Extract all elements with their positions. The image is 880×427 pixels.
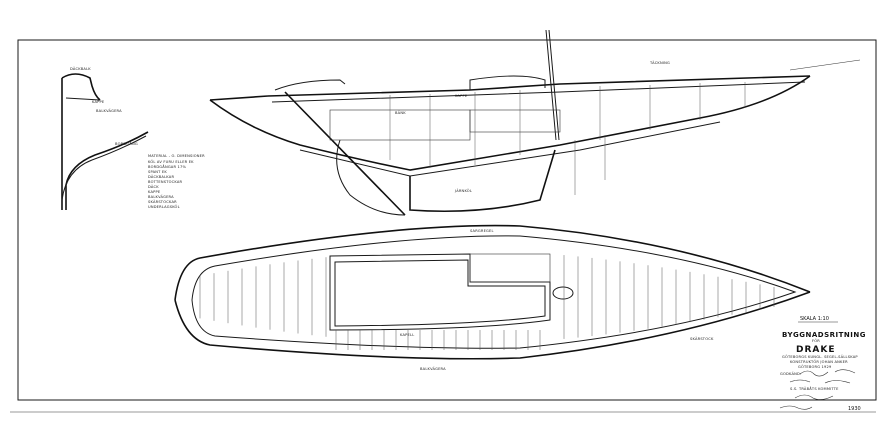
title-note: GÖTEBORG 1929 (798, 364, 832, 369)
signature (799, 369, 856, 377)
section-label-bord: BORDGÅNG (115, 141, 138, 146)
material-line: KAPPE (148, 190, 161, 194)
mast-step (552, 286, 574, 300)
signature (794, 394, 834, 400)
rudder-stock (284, 91, 406, 216)
profile-label-bank: BÄNK (395, 110, 406, 115)
plan-label-kapell: KAPELL (400, 333, 414, 337)
signature (779, 405, 813, 410)
plan-label-balkvagera: BALKVÄGERA (420, 366, 446, 371)
material-heading: MATERIAL - O. DIMENSIONER (148, 154, 205, 158)
plan-view: SARGREGEL KAPELL BALKVÄGERA SKÄRSTOCK (174, 224, 811, 371)
material-line: BALKVÄGERA (148, 194, 174, 199)
material-line: BOTTENSTOCKAR (148, 180, 182, 184)
material-line: DÄCKBALKAR (148, 174, 174, 179)
material-line: DÄCK (148, 184, 159, 189)
material-line: KÖL AV FURU ELLER EK (148, 159, 194, 164)
year-label: 1930 (848, 406, 861, 412)
midship-section: DÄCKBALK KAPPE BALKVÄGERA BORDGÅNG (61, 66, 149, 210)
signature (789, 379, 851, 384)
profile-label-jarnkol: JÄRNKÖL (454, 188, 472, 193)
profile-label-tackling: TÄCKNING (649, 60, 670, 65)
title-block: SKALA 1:10 BYGGNADSRITNING FÖR DRAKE GÖT… (770, 316, 876, 412)
profile-view: KAPPE BÄNK JÄRNKÖL TÄCKNING (209, 29, 861, 216)
drawing-heading: BYGGNADSRITNING (782, 331, 866, 339)
approved-label: GODKÄND: (780, 371, 801, 376)
material-line: SPANT EK (148, 170, 167, 174)
material-line: SKÄRSTOCKAR (148, 199, 177, 204)
material-line: BORDGÅNGAR 17% (148, 164, 186, 169)
plan-label-skarstock: SKÄRSTOCK (690, 336, 714, 341)
section-label-top: DÄCKBALK (70, 66, 91, 71)
drawing-frame (17, 39, 877, 401)
mast (545, 29, 557, 141)
committee-label: S.S. TRÄBÅTS KOMMITTE (790, 386, 839, 391)
material-notes: MATERIAL - O. DIMENSIONER KÖL AV FURU EL… (148, 154, 205, 209)
boat-name: DRAKE (796, 345, 836, 355)
title-note: KONSTRUKTÖR JOHAN ANKER (790, 359, 848, 364)
scale-label: SKALA 1:10 (800, 316, 829, 322)
profile-label-kappe: KAPPE (455, 94, 468, 98)
plan-label-coaming: SARGREGEL (470, 229, 494, 233)
title-note: GÖTEBORGS KUNGL. SEGEL-SÄLLSKAP (782, 354, 858, 359)
section-label-balk: BALKVÄGERA (96, 108, 122, 113)
section-label-mid: KAPPE (92, 100, 105, 104)
for-label: FÖR (812, 338, 820, 343)
material-line: UNDERLAGSKÖL (148, 204, 180, 209)
